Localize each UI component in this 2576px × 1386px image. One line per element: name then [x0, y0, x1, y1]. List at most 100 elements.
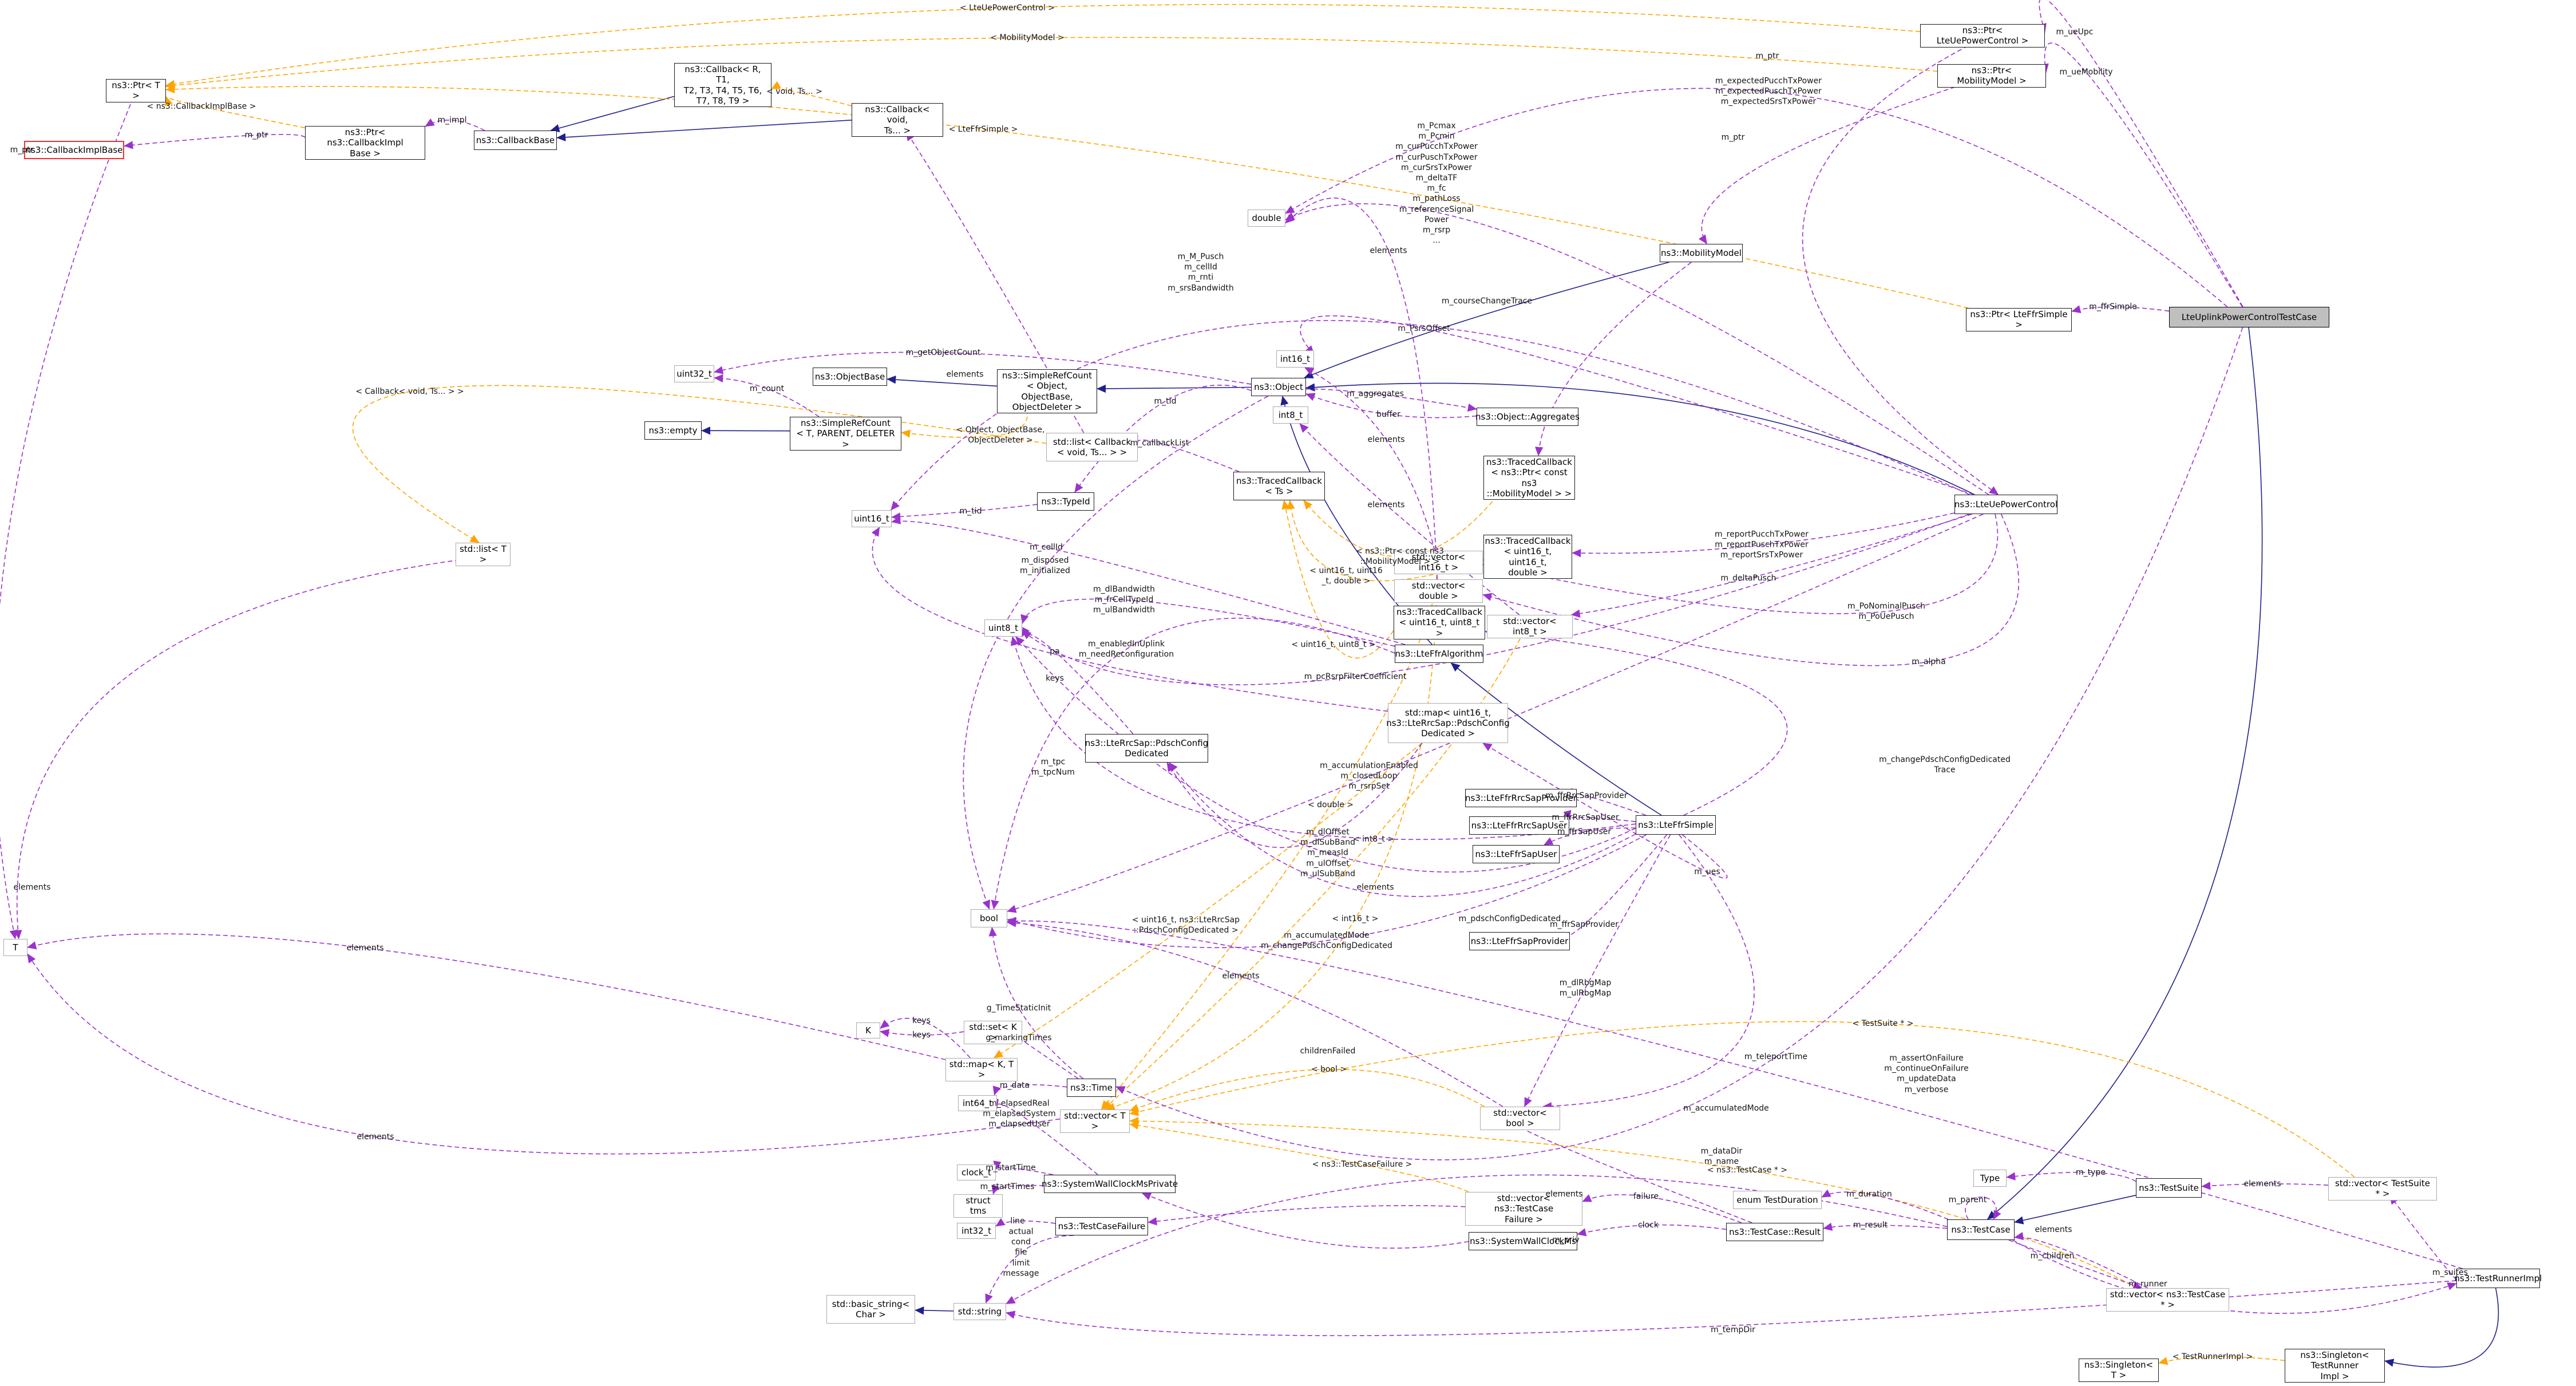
node-ffrsimple[interactable]: ns3::LteFfrSimple: [1636, 815, 1716, 835]
edge-upc-to-object: [1305, 382, 1975, 495]
node-double[interactable]: double: [1248, 210, 1285, 227]
node-list-cb[interactable]: std::list< Callback < void, Ts... > >: [1046, 433, 1138, 461]
edge-ffrsimple-to-bool: [1007, 834, 1647, 949]
node-k[interactable]: K: [856, 1022, 880, 1038]
node-uint8[interactable]: uint8_t: [984, 619, 1022, 637]
edge-vec-double-to-double: [1285, 198, 1438, 580]
edge-tcb-u8-to-tcb-ts: [1281, 500, 1394, 659]
node-ptr-mm[interactable]: ns3::Ptr< MobilityModel >: [1937, 64, 2046, 88]
node-uint16[interactable]: uint16_t: [852, 510, 892, 527]
node-vec-double[interactable]: std::vector< double >: [1394, 579, 1483, 603]
node-map-pdsch[interactable]: std::map< uint16_t, ns3::LteRrcSap::Pdsc…: [1386, 703, 1510, 743]
node-ffsu[interactable]: ns3::LteFfrSapUser: [1473, 845, 1560, 863]
edge-upc-to-uint16: [891, 320, 1970, 511]
node-uint32[interactable]: uint32_t: [674, 365, 714, 382]
node-bstring[interactable]: std::basic_string< Char >: [826, 1295, 915, 1324]
node-object[interactable]: ns3::Object: [1251, 378, 1306, 396]
node-vec-int16[interactable]: std::vector< int16_t >: [1394, 551, 1483, 574]
node-main[interactable]: LteUplinkPowerControlTestCase: [2169, 307, 2329, 327]
node-typeid[interactable]: ns3::TypeId: [1037, 492, 1094, 511]
node-vec-bool[interactable]: std::vector< bool >: [1480, 1107, 1560, 1130]
node-tcb-ts[interactable]: ns3::TracedCallback < Ts >: [1233, 472, 1325, 500]
node-string[interactable]: std::string: [953, 1303, 1006, 1320]
node-swcms[interactable]: ns3::SystemWallClockMs: [1469, 1232, 1577, 1250]
node-callback-r[interactable]: ns3::Callback< R, T1, T2, T3, T4, T5, T6…: [674, 63, 771, 108]
edge-object-to-bool: [963, 396, 1269, 910]
node-set-k[interactable]: std::set< K >: [964, 1021, 1022, 1044]
node-src-t[interactable]: ns3::SimpleRefCount < T, PARENT, DELETER…: [790, 417, 901, 451]
edge-testsuite-to-type: [2006, 1171, 2136, 1182]
node-list-t[interactable]: std::list< T >: [456, 543, 511, 566]
node-time[interactable]: ns3::Time: [1067, 1079, 1116, 1097]
node-callbackimplbase[interactable]: ns3::CallbackImplBase: [24, 141, 124, 159]
node-vec-ts[interactable]: std::vector< TestSuite * >: [2328, 1177, 2437, 1201]
edge-main-to-ptr-ffr: [2071, 305, 2170, 314]
node-aggregates[interactable]: ns3::Object::Aggregates: [1475, 408, 1580, 426]
node-ptr-ffr[interactable]: ns3::Ptr< LteFfrSimple >: [1966, 308, 2072, 331]
edge-mobilitymodel-to-object: [1304, 262, 1669, 378]
node-singleton-tri[interactable]: ns3::Singleton< TestRunner Impl >: [2285, 1349, 2385, 1383]
node-tcf[interactable]: ns3::TestCaseFailure: [1055, 1217, 1148, 1235]
node-duration[interactable]: enum TestDuration: [1733, 1191, 1822, 1209]
edge-ptr-mm-to-ptr-t: [165, 37, 1938, 90]
edge-tcf-to-string: [985, 1235, 1074, 1304]
edge-vec-tc-to-testcase: [2014, 1231, 2148, 1289]
node-upc[interactable]: ns3::LteUePowerControl: [1954, 495, 2057, 514]
node-callback-void[interactable]: ns3::Callback< void, Ts... >: [852, 103, 943, 137]
node-vec-tc[interactable]: std::vector< ns3::TestCase * >: [2106, 1288, 2229, 1312]
node-pdsch-ded[interactable]: ns3::LteRrcSap::PdschConfig Dedicated: [1085, 734, 1208, 763]
node-clock[interactable]: clock_t: [957, 1164, 996, 1180]
node-t[interactable]: T: [3, 939, 27, 956]
node-ffrrcu[interactable]: ns3::LteFfrRrcSapUser: [1469, 816, 1569, 835]
node-testcase[interactable]: ns3::TestCase: [1947, 1219, 2015, 1240]
node-tcb-mm[interactable]: ns3::TracedCallback < ns3::Ptr< const ns…: [1483, 456, 1575, 500]
node-bool[interactable]: bool: [971, 909, 1007, 927]
edge-ffralg-to-bool: [991, 618, 1395, 910]
node-ptr-t[interactable]: ns3::Ptr< T >: [106, 79, 166, 102]
node-tcb-uud[interactable]: ns3::TracedCallback < uint16_t, uint16_t…: [1483, 535, 1572, 579]
edge-src-obj-to-objectbase: [887, 375, 998, 387]
node-objectbase[interactable]: ns3::ObjectBase: [813, 368, 887, 386]
edge-callbackbase-to-ptr-cib: [425, 118, 485, 131]
node-int16[interactable]: int16_t: [1276, 350, 1314, 368]
node-callbackbase[interactable]: ns3::CallbackBase: [474, 131, 557, 150]
node-vec-tcf[interactable]: std::vector< ns3::TestCase Failure >: [1465, 1192, 1582, 1226]
edge-tcb-ts-to-list-cb: [1130, 435, 1240, 472]
node-map-kt[interactable]: std::map< K, T >: [945, 1058, 1018, 1081]
edge-pdsch-ded-to-uint8: [1022, 627, 1134, 735]
node-int64[interactable]: int64_t: [958, 1095, 997, 1111]
edge-ffrsimple-to-ffsp: [1552, 834, 1668, 941]
node-ptr-cib[interactable]: ns3::Ptr< ns3::CallbackImpl Base >: [305, 126, 425, 160]
edge-ptr-upc-to-upc: [1802, 42, 1999, 495]
edge-tcb-mm-to-tcb-ts: [1303, 495, 1498, 557]
edge-ffrsimple-to-tcb-u8: [1485, 628, 1788, 816]
edge-swcp-to-clock: [993, 1160, 1054, 1175]
node-mobilitymodel[interactable]: ns3::MobilityModel: [1660, 244, 1743, 262]
edge-vec-tcf-to-tcf: [1147, 1205, 1466, 1226]
node-ptr-upc[interactable]: ns3::Ptr< LteUePowerControl >: [1920, 24, 2045, 48]
node-empty[interactable]: ns3::empty: [644, 421, 702, 440]
node-src-obj[interactable]: ns3::SimpleRefCount < Object, ObjectBase…: [997, 369, 1097, 414]
node-runner[interactable]: ns3::TestRunnerImpl: [2455, 1269, 2542, 1288]
node-testsuite[interactable]: ns3::TestSuite: [2136, 1178, 2202, 1198]
node-ffralg[interactable]: ns3::LteFfrAlgorithm: [1395, 645, 1483, 663]
edge-ptr-mm-to-mobilitymodel: [1698, 82, 1970, 244]
node-ffsp[interactable]: ns3::LteFfrSapProvider: [1469, 932, 1570, 950]
node-singleton-t[interactable]: ns3::Singleton< T >: [2079, 1359, 2159, 1382]
edge-main-to-double: [1285, 88, 2228, 307]
node-tcb-u8[interactable]: ns3::TracedCallback < uint16_t, uint8_t …: [1394, 606, 1485, 639]
node-int32[interactable]: int32_t: [957, 1223, 996, 1239]
node-vec-t[interactable]: std::vector< T >: [1060, 1109, 1130, 1133]
node-vec-int8[interactable]: std::vector< int8_t >: [1487, 615, 1573, 638]
edge-testcase-to-runner: [2012, 1239, 2457, 1314]
edge-ptr-cib-to-callbackimplbase: [124, 134, 306, 149]
edge-result-to-swcms: [1577, 1224, 1727, 1237]
node-swcp[interactable]: ns3::SystemWallClockMsPrivate: [1042, 1175, 1178, 1193]
node-result[interactable]: ns3::TestCase::Result: [1726, 1223, 1823, 1241]
node-ffrrcp[interactable]: ns3::LteFfrRrcSapProvider: [1465, 789, 1577, 807]
edge-ptr-t-to-t: [0, 97, 134, 939]
node-type[interactable]: Type: [1973, 1170, 2007, 1187]
node-int8[interactable]: int8_t: [1273, 406, 1308, 424]
node-tms[interactable]: struct tms: [953, 1194, 1003, 1218]
edge-src-obj-to-src-t: [901, 409, 1028, 438]
